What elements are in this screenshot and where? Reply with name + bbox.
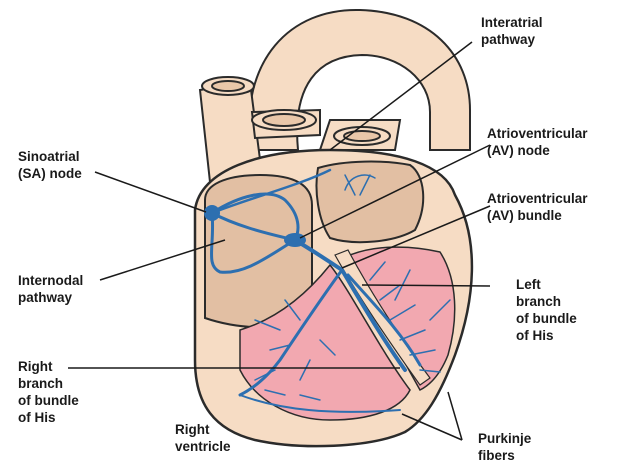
label-av-bundle: Atrioventricular(AV) bundle <box>487 190 588 224</box>
label-av-node: Atrioventricular(AV) node <box>487 125 588 159</box>
label-sa-node: Sinoatrial(SA) node <box>18 148 82 182</box>
sa-node <box>204 205 220 221</box>
av-node <box>284 233 306 247</box>
left-atrium <box>317 162 424 243</box>
